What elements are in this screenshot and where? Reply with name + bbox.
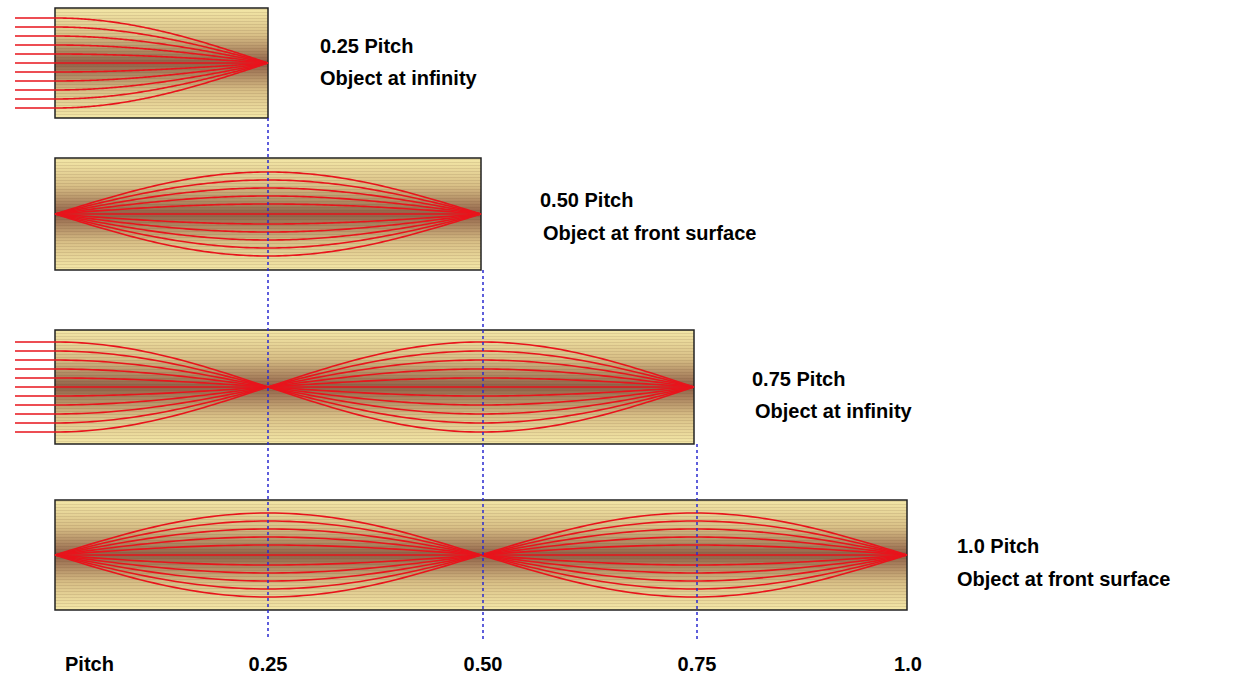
grin-rod [55,500,907,610]
light-ray [15,62,268,64]
light-ray [55,513,907,597]
light-ray [55,513,907,597]
grin-rod-outline [55,500,907,610]
axis-tick-label: 0.75 [678,652,717,676]
axis-tick-label: 0.25 [249,652,288,676]
light-ray [15,386,694,388]
light-ray [15,63,268,90]
pitch-label: 0.50 Pitch [540,188,633,212]
pitch-label: 0.75 Pitch [752,367,845,391]
axis-tick-label: 0.50 [464,652,503,676]
object-note: Object at infinity [755,399,912,423]
object-note: Object at front surface [543,221,756,245]
light-ray [15,63,268,99]
light-ray [15,36,268,63]
light-ray [15,378,694,396]
light-ray [15,27,268,63]
light-ray [15,369,694,405]
axis-tick-label: 1.0 [894,652,922,676]
pitch-guide-line [482,270,484,640]
light-ray [15,45,268,63]
pitch-label: 0.25 Pitch [320,34,413,58]
object-note: Object at front surface [957,567,1170,591]
pitch-guide-line [267,118,269,640]
pitch-label: 1.0 Pitch [957,534,1039,558]
light-ray [15,342,694,432]
object-note: Object at infinity [320,66,477,90]
light-ray [15,18,268,63]
light-ray [15,360,694,414]
light-ray [15,351,694,423]
light-ray [15,54,268,63]
light-ray [15,342,694,432]
light-ray [15,63,268,108]
light-ray [15,351,694,423]
axis-title: Pitch [65,652,114,676]
light-ray [55,214,481,248]
light-ray [15,378,694,396]
light-ray [15,63,268,81]
light-ray [15,369,694,405]
pitch-guide-line [696,444,698,640]
light-ray [15,360,694,414]
